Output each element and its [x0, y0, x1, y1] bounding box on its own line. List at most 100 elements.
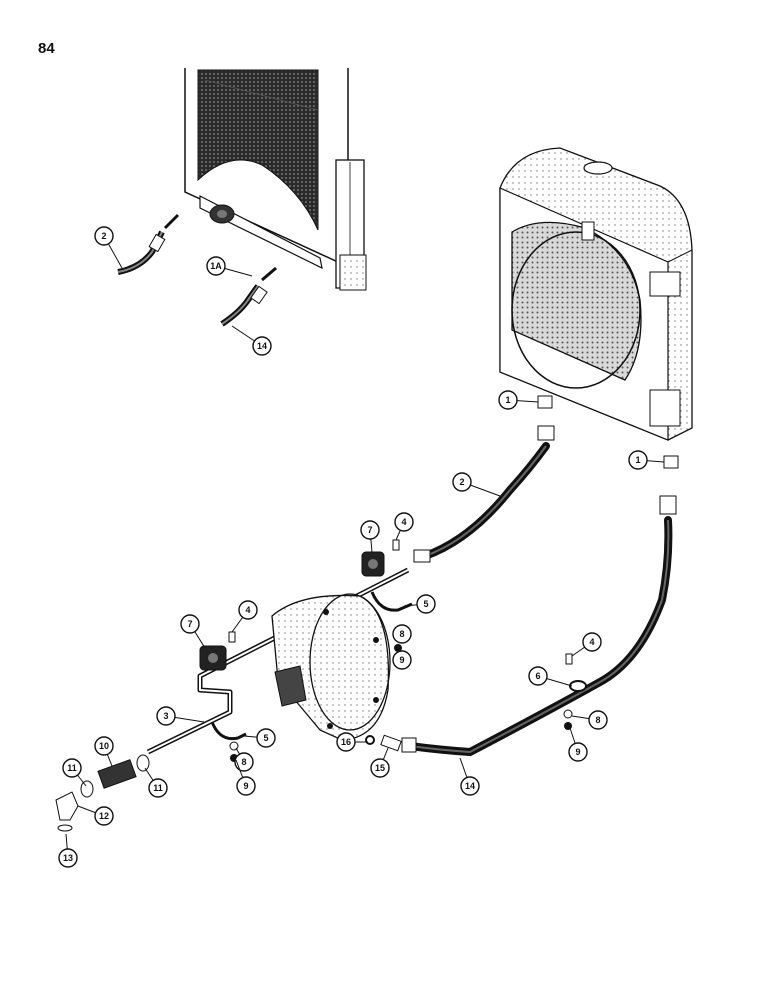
callout-label: 4 — [401, 517, 406, 527]
callout-label: 13 — [63, 853, 73, 863]
callout-label: 9 — [575, 747, 580, 757]
callout-label: 3 — [163, 711, 168, 721]
callout-9: 9 — [392, 649, 412, 670]
callout-label: 14 — [465, 781, 475, 791]
callout-14: 14 — [231, 325, 272, 356]
callout-4: 4 — [394, 512, 414, 541]
callout-label: 1A — [210, 261, 222, 271]
callout-16: 16 — [336, 732, 368, 752]
callout-circle — [392, 624, 412, 644]
callout-label: 7 — [187, 619, 192, 629]
callout-label: 2 — [101, 231, 106, 241]
callout-circle — [394, 512, 414, 532]
callout-label: 15 — [375, 763, 385, 773]
callout-4: 4 — [571, 632, 602, 657]
elbow-12 — [55, 791, 79, 832]
callout-label: 5 — [263, 733, 268, 743]
clamp-7-lower — [199, 645, 227, 671]
clamp-7-upper — [361, 551, 385, 577]
bracket-5-upper — [370, 591, 413, 612]
bolt-4-upper — [392, 539, 400, 551]
callout-circle — [588, 710, 608, 730]
callout-label: 8 — [241, 757, 246, 767]
callout-circle — [360, 520, 380, 540]
callout-circle — [156, 706, 176, 726]
callout-circle — [94, 226, 114, 246]
callout-label: 6 — [535, 671, 540, 681]
callout-circle — [528, 666, 548, 686]
callout-label: 4 — [589, 637, 594, 647]
callout-2: 2 — [94, 226, 123, 269]
callout-5: 5 — [403, 594, 436, 614]
callout-8: 8 — [571, 710, 608, 730]
callout-circle — [568, 742, 588, 762]
callout-circle — [238, 600, 258, 620]
callout-label: 2 — [459, 477, 464, 487]
callout-label: 1 — [505, 395, 510, 405]
callout-5: 5 — [243, 728, 276, 748]
bolt-4-lower — [228, 631, 236, 643]
callout-11: 11 — [144, 767, 168, 798]
callout-circle — [370, 758, 390, 778]
callout-7: 7 — [360, 520, 380, 553]
main-radiator — [499, 147, 693, 441]
bracket-5-lower — [210, 721, 247, 741]
callout-label: 9 — [243, 781, 248, 791]
clip-6 — [569, 680, 587, 692]
inset-radiator — [184, 68, 367, 291]
callout-13: 13 — [58, 833, 78, 868]
callout-label: 8 — [595, 715, 600, 725]
callout-circle — [252, 336, 272, 356]
callout-label: 10 — [99, 741, 109, 751]
callout-14: 14 — [459, 757, 480, 796]
callout-1: 1 — [628, 450, 665, 470]
callout-3: 3 — [156, 706, 205, 726]
callout-9: 9 — [568, 727, 588, 762]
transmission-housing — [271, 593, 391, 741]
callout-circle — [256, 728, 276, 748]
callout-label: 12 — [99, 811, 109, 821]
callout-circle — [94, 806, 114, 826]
callout-circle — [460, 776, 480, 796]
callout-label: 16 — [341, 737, 351, 747]
bolt-4-right — [565, 653, 573, 665]
callout-circle — [180, 614, 200, 634]
callout-label: 11 — [153, 783, 163, 793]
callout-circle — [628, 450, 648, 470]
callout-circle — [236, 776, 256, 796]
callout-circle — [148, 778, 168, 798]
callout-12: 12 — [77, 805, 114, 826]
callout-circle — [94, 736, 114, 756]
callout-circle — [416, 594, 436, 614]
fittings-1 — [537, 395, 679, 469]
callout-10: 10 — [94, 736, 114, 767]
callout-label: 7 — [367, 525, 372, 535]
callout-circle — [58, 848, 78, 868]
callout-8: 8 — [392, 624, 412, 644]
callout-circle — [234, 752, 254, 772]
fitting-15-16 — [365, 734, 402, 752]
callout-circle — [62, 758, 82, 778]
callout-8: 8 — [234, 747, 254, 772]
callout-circle — [582, 632, 602, 652]
callout-11: 11 — [62, 758, 87, 787]
pipe-3 — [146, 567, 410, 755]
callout-label: 14 — [257, 341, 267, 351]
callout-label: 9 — [399, 655, 404, 665]
inset-fittings — [117, 213, 277, 327]
hose-14 — [401, 495, 677, 757]
callout-circle — [452, 472, 472, 492]
callout-label: 11 — [67, 763, 77, 773]
callout-circle — [392, 650, 412, 670]
callout-15: 15 — [370, 747, 390, 778]
callout-2: 2 — [452, 472, 501, 497]
callout-label: 4 — [245, 605, 250, 615]
callout-6: 6 — [528, 666, 573, 687]
callout-7: 7 — [180, 614, 206, 649]
callout-4: 4 — [231, 600, 258, 633]
callout-circle — [206, 256, 226, 276]
callout-circle — [498, 390, 518, 410]
callout-label: 1 — [635, 455, 640, 465]
